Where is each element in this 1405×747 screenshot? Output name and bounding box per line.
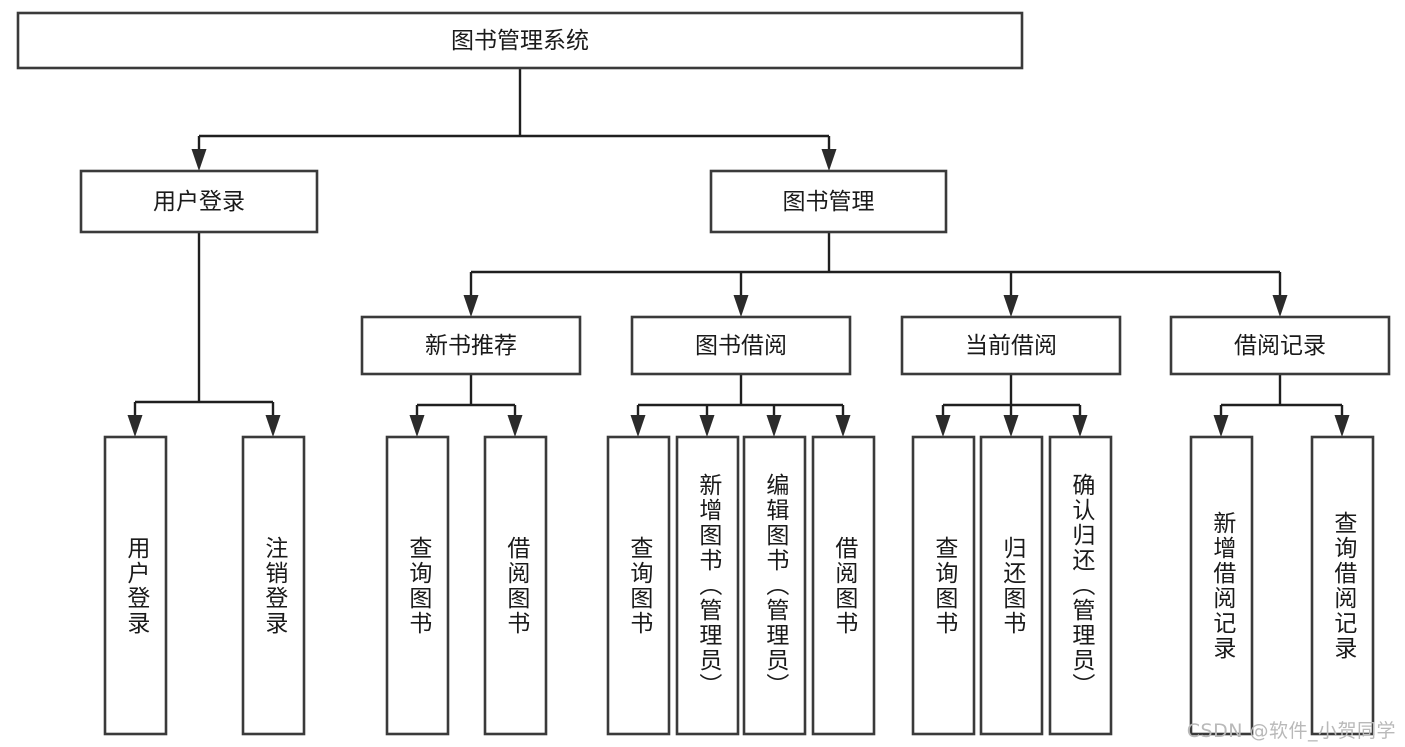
node-leaf-return-book[interactable]	[979, 435, 1044, 736]
node-label: 图书管理系统	[451, 28, 589, 54]
node-box	[1310, 435, 1375, 736]
arrow-head-icon	[1003, 415, 1019, 437]
node-leaf-user-logout[interactable]	[241, 435, 306, 736]
arrow-head-icon	[463, 295, 479, 317]
node-box	[742, 435, 807, 736]
node-box	[483, 435, 548, 736]
node-leaf-query-book-borrow[interactable]	[606, 435, 671, 736]
node-book-management[interactable]: 图书管理	[709, 169, 948, 234]
arrow-head-icon	[1272, 295, 1288, 317]
node-borrow-records[interactable]: 借阅记录	[1169, 315, 1391, 376]
watermark-text: CSDN @软件_小贺同学	[1186, 720, 1396, 742]
node-box	[900, 315, 1122, 376]
node-box	[1189, 435, 1254, 736]
node-leaf-query-book-recommend[interactable]	[385, 435, 450, 736]
connector-layer	[127, 68, 1350, 437]
arrow-head-icon	[1072, 415, 1088, 437]
arrow-head-icon	[699, 415, 715, 437]
node-box	[1169, 315, 1391, 376]
node-label: 用户登录	[153, 189, 245, 215]
node-label: 当前借阅	[965, 333, 1057, 359]
node-root[interactable]: 图书管理系统	[16, 11, 1024, 70]
node-label: 图书管理	[783, 189, 875, 215]
node-leaf-query-book-current[interactable]	[911, 435, 976, 736]
arrow-head-icon	[409, 415, 425, 437]
arrow-head-icon	[821, 149, 837, 171]
node-box	[675, 435, 740, 736]
node-box	[811, 435, 876, 736]
arrow-head-icon	[507, 415, 523, 437]
node-new-book-recommend[interactable]: 新书推荐	[360, 315, 582, 376]
arrow-head-icon	[733, 295, 749, 317]
node-box	[360, 315, 582, 376]
arrow-head-icon	[935, 415, 951, 437]
node-leaf-add-book-admin[interactable]	[675, 435, 740, 736]
node-box	[709, 169, 948, 234]
arrow-head-icon	[835, 415, 851, 437]
node-label: 新书推荐	[425, 333, 517, 359]
node-box	[911, 435, 976, 736]
node-box	[103, 435, 168, 736]
arrow-head-icon	[1003, 295, 1019, 317]
node-book-borrow[interactable]: 图书借阅	[630, 315, 852, 376]
node-box	[606, 435, 671, 736]
node-leaf-query-borrow-record[interactable]	[1310, 435, 1375, 736]
node-leaf-edit-book-admin[interactable]	[742, 435, 807, 736]
node-box	[979, 435, 1044, 736]
arrow-head-icon	[265, 415, 281, 437]
node-box	[385, 435, 450, 736]
arrow-head-icon	[630, 415, 646, 437]
node-label: 图书借阅	[695, 333, 787, 359]
node-leaf-user-login[interactable]	[103, 435, 168, 736]
arrow-head-icon	[766, 415, 782, 437]
node-current-borrow[interactable]: 当前借阅	[900, 315, 1122, 376]
node-box	[16, 11, 1024, 70]
node-box	[630, 315, 852, 376]
node-user-login[interactable]: 用户登录	[79, 169, 319, 234]
node-box	[1048, 435, 1113, 736]
arrow-head-icon	[191, 149, 207, 171]
node-box	[79, 169, 319, 234]
node-leaf-borrow-book-recommend[interactable]	[483, 435, 548, 736]
node-leaf-confirm-return-admin[interactable]	[1048, 435, 1113, 736]
node-leaf-borrow-book[interactable]	[811, 435, 876, 736]
node-label: 借阅记录	[1234, 333, 1326, 359]
node-leaf-add-borrow-record[interactable]	[1189, 435, 1254, 736]
arrow-head-icon	[127, 415, 143, 437]
node-box	[241, 435, 306, 736]
arrow-head-icon	[1213, 415, 1229, 437]
arrow-head-icon	[1334, 415, 1350, 437]
